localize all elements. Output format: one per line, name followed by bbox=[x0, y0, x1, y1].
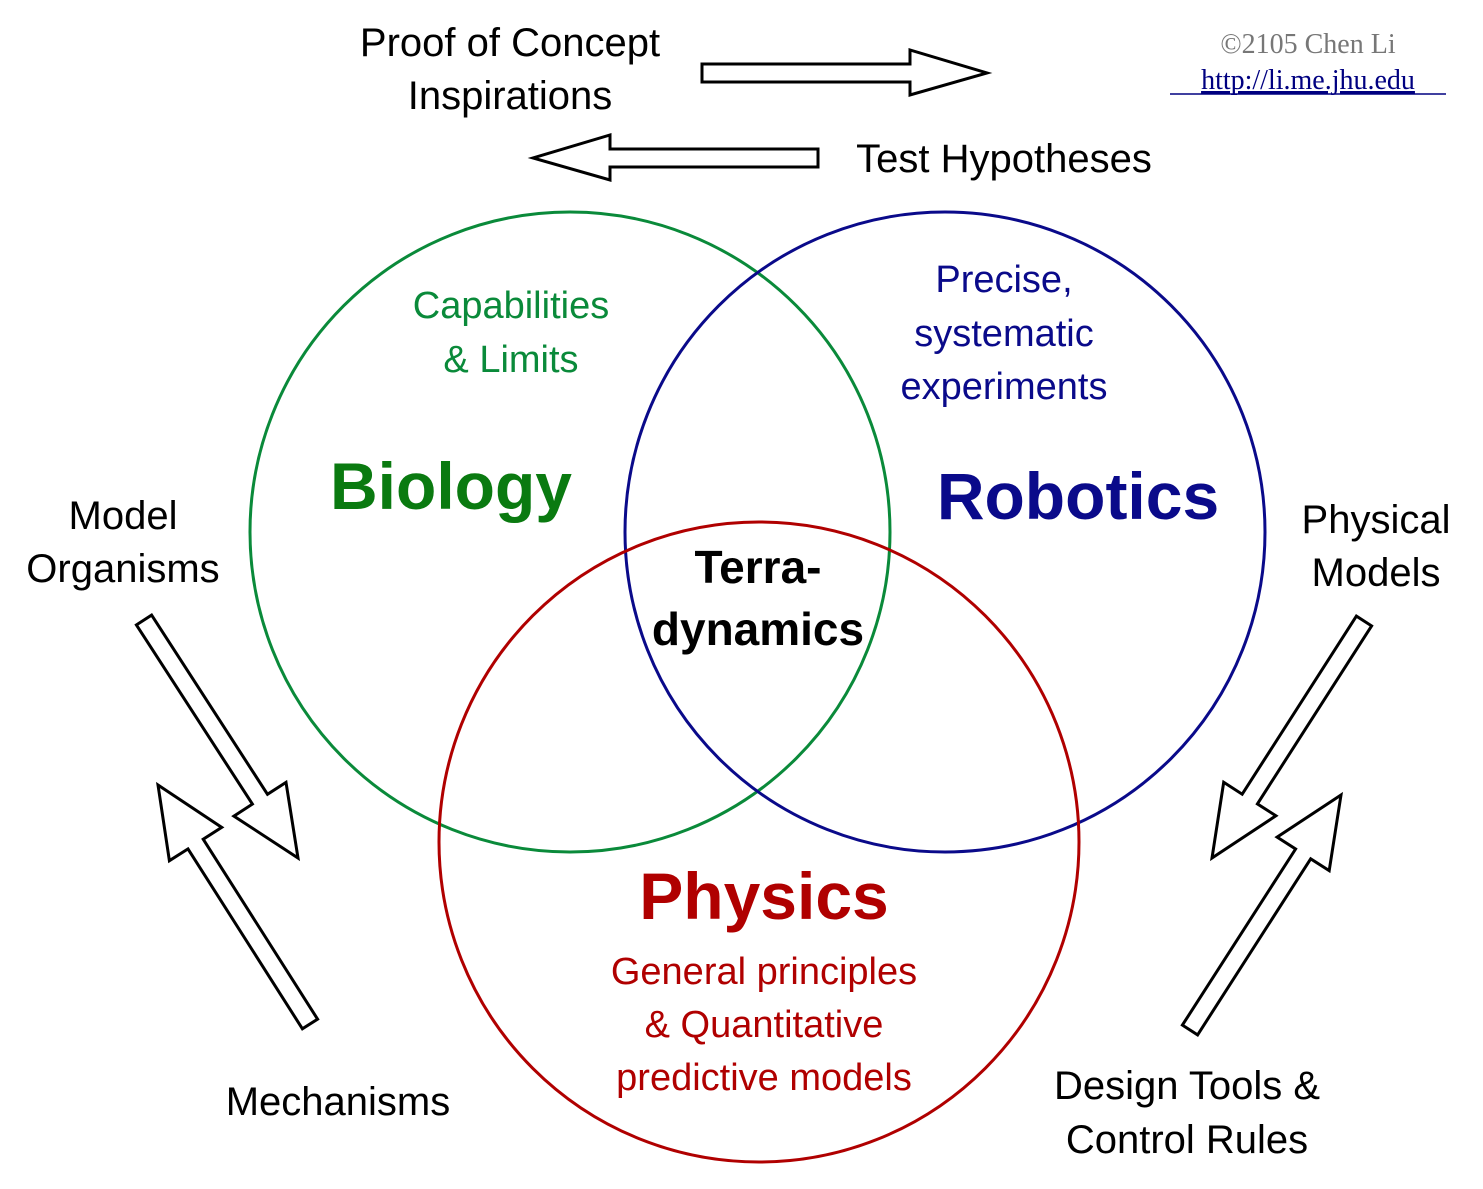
hollow-arrow-right-icon bbox=[700, 47, 993, 97]
inspirations-label: Inspirations bbox=[408, 74, 613, 118]
terradynamics-line1: Terra- bbox=[695, 541, 822, 593]
terradynamics-line2: dynamics bbox=[652, 603, 864, 655]
physical-models-line1: Physical bbox=[1302, 498, 1451, 542]
biology-circle bbox=[248, 210, 892, 854]
biology-subtitle-line2: & Limits bbox=[443, 339, 578, 381]
robotics-subtitle-line2: systematic bbox=[914, 313, 1093, 355]
model-organisms-line2: Organisms bbox=[26, 547, 219, 591]
copyright-text: ©2105 Chen Li bbox=[1220, 29, 1395, 60]
test-hypotheses-label: Test Hypotheses bbox=[856, 137, 1152, 181]
robotics-subtitle-line3: experiments bbox=[901, 366, 1108, 408]
physics-subtitle-line3: predictive models bbox=[616, 1057, 912, 1099]
physics-subtitle-line1: General principles bbox=[611, 951, 917, 993]
design-tools-line2: Control Rules bbox=[1066, 1118, 1308, 1162]
hollow-arrow-down-left-icon bbox=[1210, 614, 1374, 862]
robotics-title: Robotics bbox=[937, 459, 1219, 533]
credit-link[interactable]: http://li.me.jhu.edu bbox=[1201, 65, 1415, 96]
physical-models-line2: Models bbox=[1312, 551, 1441, 595]
hollow-arrow-left-icon bbox=[527, 132, 820, 182]
physics-subtitle-line2: & Quantitative bbox=[645, 1004, 884, 1046]
mechanisms-label: Mechanisms bbox=[226, 1080, 451, 1124]
design-tools-line1: Design Tools & bbox=[1054, 1064, 1320, 1108]
model-organisms-line1: Model bbox=[69, 494, 178, 538]
biology-title: Biology bbox=[330, 449, 572, 523]
hollow-arrow-up-left-icon bbox=[156, 781, 320, 1031]
physics-title: Physics bbox=[639, 859, 889, 933]
robotics-circle bbox=[623, 210, 1267, 854]
biology-subtitle-line1: Capabilities bbox=[413, 285, 609, 327]
proof-of-concept-label: Proof of Concept bbox=[360, 21, 660, 65]
robotics-subtitle-line1: Precise, bbox=[935, 259, 1072, 301]
hollow-arrow-up-right-icon bbox=[1180, 791, 1344, 1037]
physics-circle bbox=[437, 520, 1081, 1164]
hollow-arrow-down-right-icon bbox=[134, 613, 301, 862]
